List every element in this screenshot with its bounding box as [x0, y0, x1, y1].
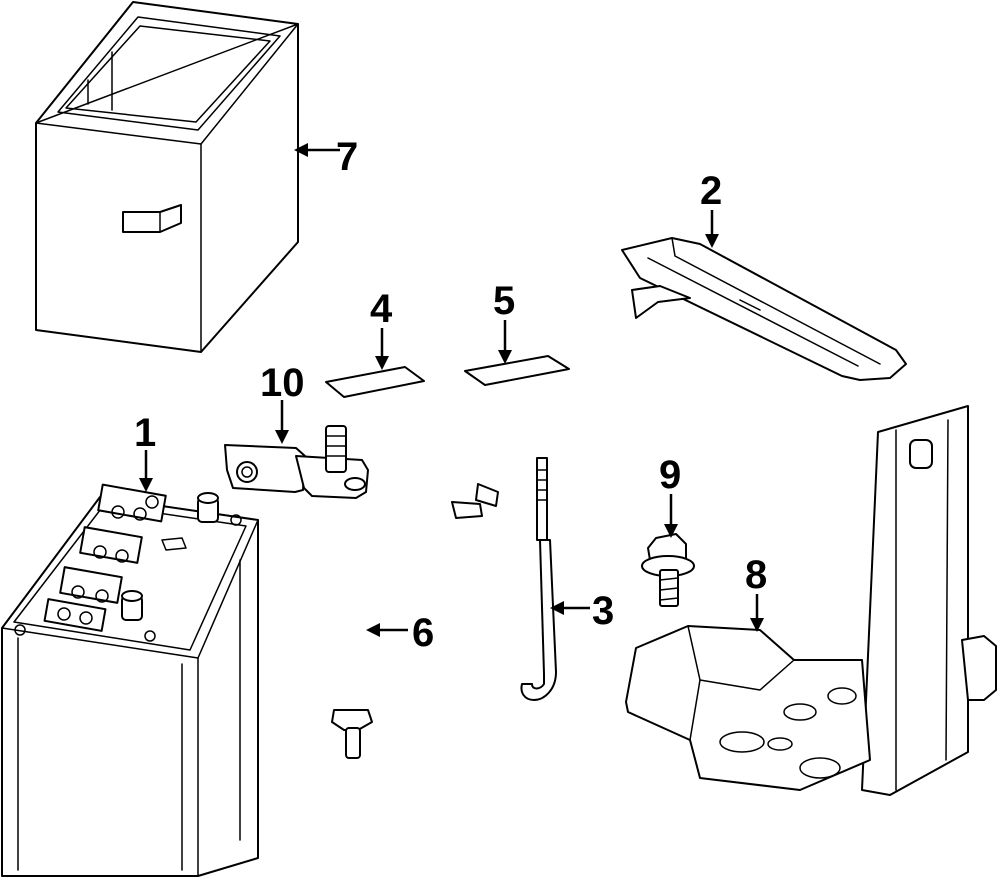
arrowhead-2 — [705, 234, 719, 248]
part-6-vent-hose — [331, 475, 499, 759]
callout-9: 9 — [659, 453, 681, 497]
callout-1: 1 — [134, 411, 156, 455]
arrowhead-10 — [275, 430, 289, 444]
leader-lines — [139, 143, 764, 637]
callout-10: 10 — [260, 361, 305, 405]
arrowhead-6 — [366, 623, 380, 637]
callout-6: 6 — [412, 611, 434, 655]
part-2-hold-down-bar — [621, 237, 907, 381]
callout-7: 7 — [336, 135, 358, 179]
callout-5: 5 — [493, 279, 515, 323]
part-8-battery-tray — [625, 405, 997, 796]
arrowhead-5 — [498, 350, 512, 364]
part-1-battery — [1, 483, 259, 877]
part-5-pad — [464, 355, 570, 386]
part-9-bolt — [641, 533, 695, 607]
arrowhead-1 — [139, 478, 153, 492]
arrowhead-4 — [375, 356, 389, 370]
callout-3: 3 — [592, 589, 614, 633]
arrowhead-7 — [294, 143, 308, 157]
part-4-pad — [325, 366, 425, 398]
part-10-terminal-bracket — [224, 425, 369, 499]
callout-8: 8 — [745, 553, 767, 597]
part-7-battery-box — [35, 1, 299, 353]
arrowhead-3 — [550, 601, 564, 615]
arrowhead-9 — [664, 524, 678, 538]
callout-2: 2 — [700, 169, 722, 213]
callout-labels: 7 2 4 5 10 1 9 8 3 6 — [134, 135, 767, 655]
callout-4: 4 — [370, 287, 393, 331]
part-3-hold-down-rod — [520, 457, 557, 701]
arrowhead-8 — [750, 618, 764, 632]
